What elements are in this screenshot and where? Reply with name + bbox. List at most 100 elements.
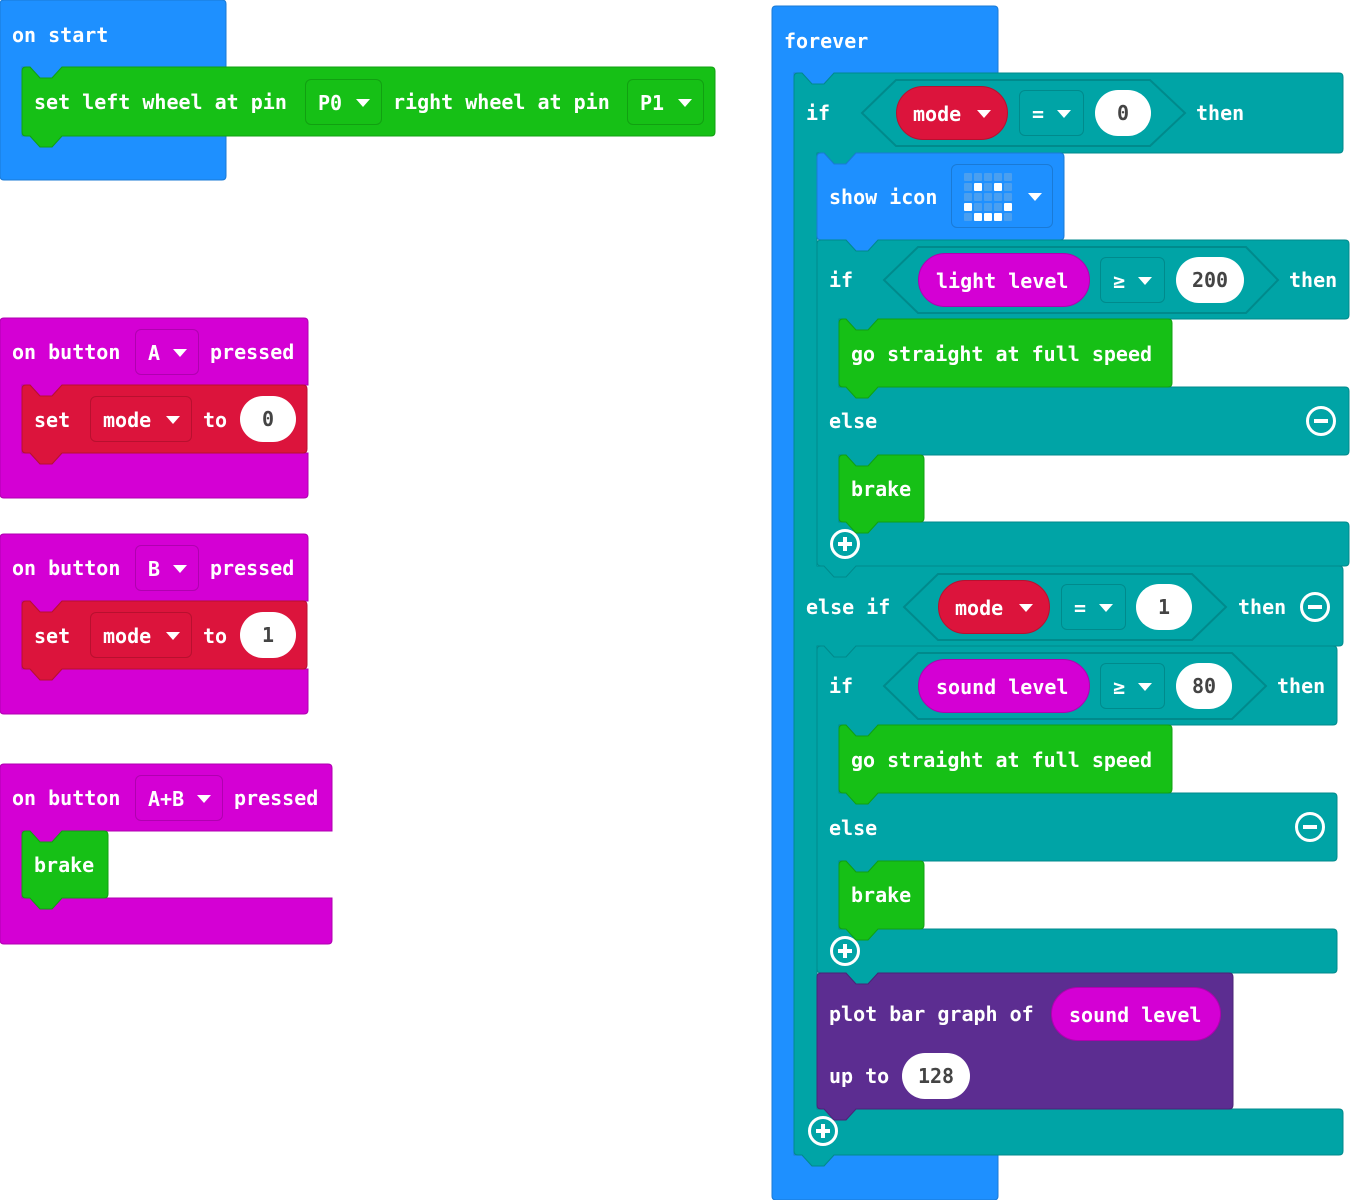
button-a-value: A [148,341,161,365]
button-ab-dropdown[interactable]: A+B [135,775,223,821]
set-a-label: set [34,408,71,432]
chevron-down-icon [173,349,187,357]
chevron-down-icon [173,565,187,573]
chevron-down-icon [1028,193,1042,201]
up-to-label: up to [829,1064,890,1088]
go-straight-1-shape[interactable] [838,318,1173,399]
right-pin-dropdown[interactable]: P1 [627,79,704,125]
value-input-2[interactable]: 200 [1176,257,1244,303]
then-1-label: then [1196,101,1245,125]
button-ab-suffix: pressed [234,786,319,810]
go-straight-2-label: go straight at full speed [851,748,1153,772]
value-input-1[interactable]: 0 [1095,90,1151,136]
value-b-input[interactable]: 1 [240,612,296,658]
brake-ab-shape[interactable] [21,830,109,910]
op-dropdown-2[interactable]: ≥ [1100,257,1165,303]
light-level-pill[interactable]: light level [918,253,1090,307]
remove-else-1-button[interactable] [1306,406,1336,436]
brake-2-shape[interactable] [838,860,925,941]
if-light-block-shape[interactable] [816,239,1350,578]
chevron-down-icon [1057,110,1071,118]
chevron-down-icon [1138,683,1152,691]
chevron-down-icon [356,99,370,107]
button-a-prefix: on button [12,340,121,364]
button-b-prefix: on button [12,556,121,580]
button-b-dropdown[interactable]: B [135,545,199,591]
plot-bar-graph-label: plot bar graph of [829,1002,1034,1026]
right-pin-value: P1 [640,91,665,115]
mode-var-dropdown-a[interactable]: mode [90,396,192,442]
smiley-icon [964,173,1012,221]
set-wheels-label-2: right wheel at pin [393,90,610,114]
then-4-label: then [1277,674,1326,698]
if-light-label: if [829,268,854,292]
set-wheels-label-1: set left wheel at pin [34,90,287,114]
add-else-1-button[interactable] [830,529,860,559]
sound-level-label-1: sound level [936,675,1069,699]
go-straight-1-label: go straight at full speed [851,342,1153,366]
button-b-suffix: pressed [210,556,295,580]
chevron-down-icon [1019,604,1033,612]
brake-ab-label: brake [34,853,95,877]
value-input-3[interactable]: 1 [1136,584,1192,630]
sound-level-pill-2[interactable]: sound level [1051,987,1221,1041]
op-1: = [1032,102,1045,126]
if-1-label: if [806,101,831,125]
chevron-down-icon [166,416,180,424]
button-b-value: B [148,557,161,581]
remove-else-2-button[interactable] [1295,812,1325,842]
add-else-2-button[interactable] [830,936,860,966]
set-b-label: set [34,624,71,648]
show-icon-label: show icon [829,185,938,209]
else-if-label: else if [806,595,891,619]
value-a-input[interactable]: 0 [240,396,296,442]
forever-block-shape[interactable] [771,5,999,1200]
op-dropdown-1[interactable]: = [1019,90,1084,136]
minus-icon [1303,825,1317,829]
brake-1-label: brake [851,477,912,501]
add-else-outer-button[interactable] [808,1116,838,1146]
then-3-label: then [1238,595,1287,619]
if-sound-label: if [829,674,854,698]
brake-2-label: brake [851,883,912,907]
op-2: ≥ [1113,269,1126,293]
button-ab-value: A+B [148,787,185,811]
sound-level-pill-1[interactable]: sound level [918,659,1090,713]
mode-var-b: mode [103,624,152,648]
then-2-label: then [1289,268,1338,292]
button-a-dropdown[interactable]: A [135,329,199,375]
icon-dropdown[interactable] [951,164,1053,228]
remove-else-if-button[interactable] [1300,592,1330,622]
chevron-down-icon [197,795,211,803]
mode-var-dropdown-b[interactable]: mode [90,612,192,658]
button-ab-block-shape[interactable] [0,763,333,945]
on-start-block-shape[interactable] [0,0,227,181]
op-dropdown-3[interactable]: = [1061,584,1126,630]
mode-var-1: mode [913,102,962,126]
up-to-value-input[interactable]: 128 [902,1053,970,1099]
light-level-label: light level [936,269,1069,293]
else-2-label: else [829,816,878,840]
chevron-down-icon [166,632,180,640]
brake-1-shape[interactable] [838,454,925,534]
chevron-down-icon [977,110,991,118]
to-b-label: to [203,624,228,648]
chevron-down-icon [678,99,692,107]
forever-label: forever [784,29,869,53]
op-3: = [1074,596,1087,620]
chevron-down-icon [1099,604,1113,612]
mode-var-a: mode [103,408,152,432]
minus-icon [1314,419,1328,423]
on-start-label: on start [12,23,109,47]
else-1-label: else [829,409,878,433]
value-input-4[interactable]: 80 [1176,663,1232,709]
minus-icon [1308,605,1322,609]
op-dropdown-4[interactable]: ≥ [1100,663,1165,709]
op-4: ≥ [1113,675,1126,699]
mode-var-pill-2[interactable]: mode [938,580,1050,634]
button-a-suffix: pressed [210,340,295,364]
sound-level-label-2: sound level [1069,1003,1202,1027]
go-straight-2-shape[interactable] [838,724,1173,805]
left-pin-dropdown[interactable]: P0 [305,79,382,125]
mode-var-pill-1[interactable]: mode [896,86,1008,140]
